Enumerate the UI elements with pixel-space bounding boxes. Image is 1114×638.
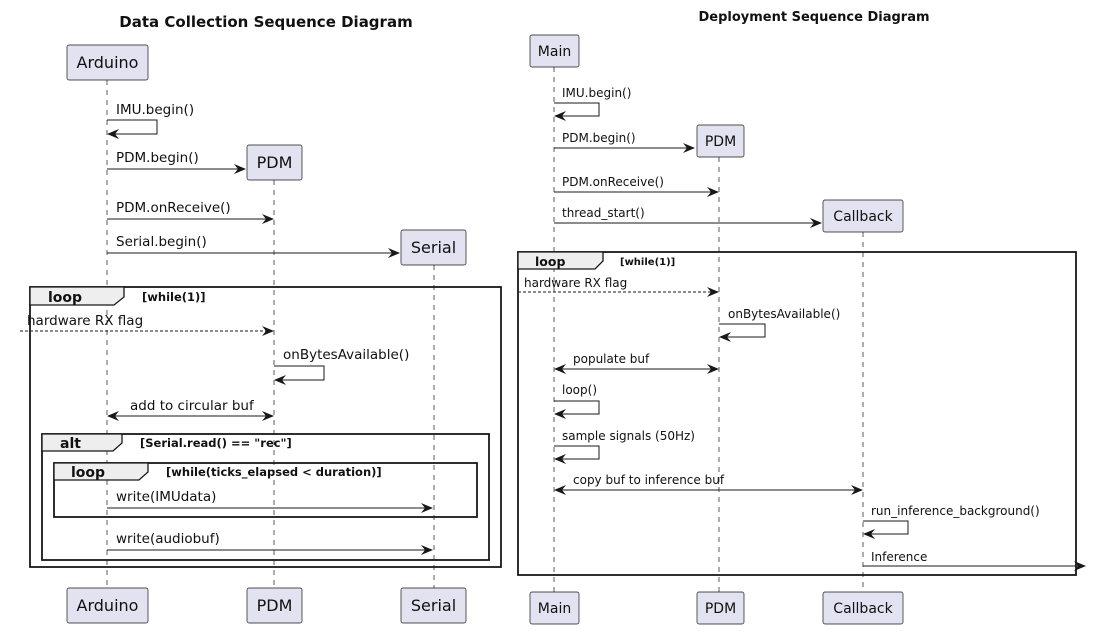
svg-text:Main: Main xyxy=(538,44,571,60)
svg-text:Inference: Inference xyxy=(871,550,927,564)
svg-text:Serial.begin(): Serial.begin() xyxy=(116,234,207,250)
svg-text:PDM: PDM xyxy=(257,153,293,172)
svg-text:thread_start(): thread_start() xyxy=(562,206,645,220)
svg-text:loop: loop xyxy=(48,290,82,306)
svg-text:onBytesAvailable(): onBytesAvailable() xyxy=(283,347,409,363)
message-add-circular-buf: add to circular buf xyxy=(107,398,274,421)
svg-text:PDM: PDM xyxy=(705,134,736,150)
message-run-inference: run_inference_background() xyxy=(863,504,1040,539)
svg-text:write(IMUdata): write(IMUdata) xyxy=(116,489,216,505)
svg-text:run_inference_background(): run_inference_background() xyxy=(871,504,1040,518)
message-loop-call: loop() xyxy=(554,383,600,419)
message-imu-begin: IMU.begin() xyxy=(554,86,631,121)
svg-text:Callback: Callback xyxy=(833,209,893,225)
message-copy-buf: copy buf to inference buf xyxy=(554,473,863,495)
svg-text:PDM.onReceive(): PDM.onReceive() xyxy=(116,200,231,216)
message-pdm-begin: PDM.begin() xyxy=(107,150,246,174)
svg-text:Arduino: Arduino xyxy=(77,596,139,615)
svg-text:loop: loop xyxy=(535,254,565,269)
message-hardware-rx-flag: hardware RX flag xyxy=(518,276,719,297)
svg-text:PDM: PDM xyxy=(705,601,736,617)
participant-main-top: Main xyxy=(529,34,580,68)
message-pdm-onreceive: PDM.onReceive() xyxy=(107,200,274,224)
svg-text:[while(ticks_elapsed < duratio: [while(ticks_elapsed < duration)] xyxy=(166,465,382,480)
frame-alt: alt [Serial.read() == "rec"] xyxy=(41,433,490,561)
deployment-diagram: Deployment Sequence Diagram Main PDM Cal… xyxy=(517,10,1086,625)
message-write-imudata: write(IMUdata) xyxy=(107,489,433,513)
svg-text:loop(): loop() xyxy=(562,383,597,397)
message-hardware-rx-flag: hardware RX flag xyxy=(20,313,274,336)
svg-text:PDM: PDM xyxy=(257,596,293,615)
svg-text:Arduino: Arduino xyxy=(77,53,139,72)
participant-callback-top: Callback xyxy=(822,199,904,233)
svg-text:[while(1)]: [while(1)] xyxy=(142,290,206,304)
svg-text:populate buf: populate buf xyxy=(573,352,650,366)
participant-arduino-bottom: Arduino xyxy=(66,587,149,624)
svg-text:sample signals (50Hz): sample signals (50Hz) xyxy=(562,429,695,443)
svg-text:Main: Main xyxy=(538,601,571,617)
svg-text:PDM.begin(): PDM.begin() xyxy=(562,131,636,145)
svg-text:add to circular buf: add to circular buf xyxy=(130,398,255,414)
svg-text:write(audiobuf): write(audiobuf) xyxy=(116,531,220,547)
participant-pdm-bottom: PDM xyxy=(246,587,303,624)
svg-text:loop: loop xyxy=(71,465,105,481)
svg-text:[Serial.read() == "rec"]: [Serial.read() == "rec"] xyxy=(140,436,292,450)
svg-text:Serial: Serial xyxy=(411,596,456,615)
svg-text:hardware RX flag: hardware RX flag xyxy=(524,276,627,290)
svg-text:onBytesAvailable(): onBytesAvailable() xyxy=(728,307,840,321)
participant-arduino-top: Arduino xyxy=(66,44,149,81)
message-pdm-onreceive: PDM.onReceive() xyxy=(554,175,719,197)
svg-text:PDM.onReceive(): PDM.onReceive() xyxy=(562,175,664,189)
participant-pdm-top: PDM xyxy=(696,124,745,158)
participant-pdm-bottom: PDM xyxy=(696,591,745,625)
diagram-title: Data Collection Sequence Diagram xyxy=(119,13,412,31)
message-imu-begin: IMU.begin() xyxy=(107,102,194,139)
svg-text:hardware RX flag: hardware RX flag xyxy=(27,313,143,329)
svg-text:alt: alt xyxy=(60,436,81,452)
message-populate-buf: populate buf xyxy=(554,352,719,374)
svg-text:IMU.begin(): IMU.begin() xyxy=(116,102,194,118)
message-sample-signals: sample signals (50Hz) xyxy=(554,429,695,464)
svg-text:Callback: Callback xyxy=(833,601,893,617)
message-thread-start: thread_start() xyxy=(554,206,822,228)
frame-inner-loop: loop [while(ticks_elapsed < duration)] xyxy=(53,462,478,518)
svg-text:Serial: Serial xyxy=(411,238,456,257)
participant-pdm-top: PDM xyxy=(246,144,303,181)
participant-callback-bottom: Callback xyxy=(822,591,904,625)
participant-serial-bottom: Serial xyxy=(400,587,467,624)
participant-serial-top: Serial xyxy=(400,229,467,266)
svg-text:copy buf to inference buf: copy buf to inference buf xyxy=(573,473,725,487)
svg-text:PDM.begin(): PDM.begin() xyxy=(116,150,199,166)
message-serial-begin: Serial.begin() xyxy=(107,234,400,258)
message-on-bytes-available: onBytesAvailable() xyxy=(274,347,409,385)
message-pdm-begin: PDM.begin() xyxy=(554,131,695,153)
svg-text:IMU.begin(): IMU.begin() xyxy=(562,86,631,100)
message-on-bytes-available: onBytesAvailable() xyxy=(719,307,840,342)
frame-outer-loop: loop [while(1)] xyxy=(29,286,502,568)
participant-main-bottom: Main xyxy=(529,591,580,625)
diagram-title: Deployment Sequence Diagram xyxy=(698,10,929,25)
message-write-audiobuf: write(audiobuf) xyxy=(107,531,433,555)
frame-loop: loop [while(1)] xyxy=(517,251,1077,576)
message-inference: Inference xyxy=(863,550,1086,571)
svg-text:[while(1)]: [while(1)] xyxy=(620,257,675,268)
data-collection-diagram: Data Collection Sequence Diagram Arduino… xyxy=(20,13,502,624)
